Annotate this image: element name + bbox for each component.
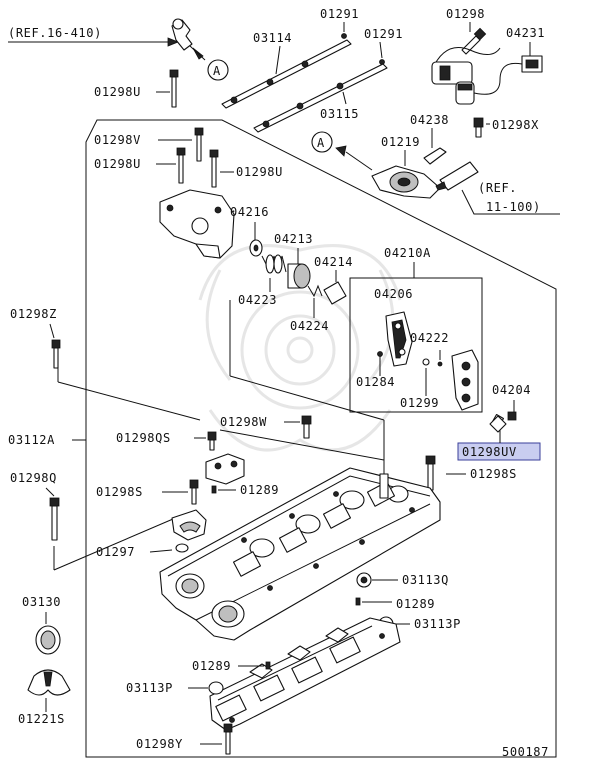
- bolt-01298U-a-icon: [169, 69, 179, 108]
- sensor-part-icon: [171, 18, 193, 51]
- part-01291-label-a[interactable]: 01291: [320, 7, 359, 21]
- part-01299-label[interactable]: 01299: [400, 396, 439, 410]
- part-03113Q-label[interactable]: 03113Q: [402, 573, 449, 587]
- group-boundary-outline: [85, 119, 557, 758]
- part-01298W-label[interactable]: 01298W: [220, 415, 267, 429]
- part-03112A-label[interactable]: 03112A: [8, 433, 55, 447]
- bracket-block-icon: [205, 453, 245, 485]
- part-04224-label[interactable]: 04224: [290, 319, 329, 333]
- cap-01221S-icon: [27, 669, 71, 696]
- ref-11-100-label-line1[interactable]: (REF.: [478, 181, 517, 195]
- part-04213-label[interactable]: 04213: [274, 232, 313, 246]
- bracket-04238-icon: [423, 147, 447, 165]
- harness-rail-03114: [221, 39, 352, 109]
- highlight-box-01298UV[interactable]: [457, 442, 541, 461]
- part-03113P-label-a[interactable]: 03113P: [414, 617, 461, 631]
- bolt-01298Q-icon: [49, 497, 60, 541]
- ref-11-100-label-line2[interactable]: 11-100): [486, 200, 541, 214]
- part-01298S-label-a[interactable]: 01298S: [96, 485, 143, 499]
- part-01298U-label-c[interactable]: 01298U: [236, 165, 283, 179]
- valve-body-block-icon: [451, 349, 479, 411]
- part-01221S-label[interactable]: 01221S: [18, 712, 65, 726]
- part-04223-label[interactable]: 04223: [238, 293, 277, 307]
- part-03113P-label-b[interactable]: 03113P: [126, 681, 173, 695]
- part-01298U-label-b[interactable]: 01298U: [94, 157, 141, 171]
- piston-04213-icon: [287, 263, 311, 289]
- actuator-housing-icon: [159, 189, 235, 259]
- bolt-01298X-icon: [473, 117, 484, 138]
- bolt-01298S-b-icon: [425, 455, 436, 491]
- gasket-plate-04206-icon: [385, 311, 413, 367]
- diagram-id-label: 500187: [502, 745, 549, 759]
- part-01291-label-b[interactable]: 01291: [364, 27, 403, 41]
- part-04231-label[interactable]: 04231: [506, 26, 545, 40]
- ref-16-410-label[interactable]: (REF.16-410): [8, 26, 102, 40]
- part-01298X-label[interactable]: 01298X: [492, 118, 539, 132]
- part-04210A-label[interactable]: 04210A: [384, 246, 431, 260]
- bolt-01298-top-icon: [461, 27, 487, 55]
- seal-03130-icon: [35, 625, 61, 655]
- part-01289-label-a[interactable]: 01289: [240, 483, 279, 497]
- part-01298U-label-a[interactable]: 01298U: [94, 85, 141, 99]
- bolt-01298S-a-icon: [189, 479, 199, 505]
- part-01297-label[interactable]: 01297: [96, 545, 135, 559]
- part-01289-label-c[interactable]: 01289: [192, 659, 231, 673]
- subassembly-04210A-box: [349, 277, 483, 413]
- plug-03113P-b-icon: [208, 681, 224, 695]
- bolt-01298W-icon: [301, 415, 312, 439]
- plug-03113Q-icon: [356, 572, 372, 588]
- callout-a-right[interactable]: A: [311, 131, 333, 153]
- bolt-01298V-icon: [194, 127, 204, 162]
- part-04222-label[interactable]: 04222: [410, 331, 449, 345]
- cam-carrier-housing-icon: [159, 467, 441, 641]
- sensor-connector-04231-icon: [431, 47, 543, 105]
- bolt-01298QS-icon: [207, 431, 217, 451]
- part-01298Q-label[interactable]: 01298Q: [10, 471, 57, 485]
- part-04214-label[interactable]: 04214: [314, 255, 353, 269]
- part-04238-label[interactable]: 04238: [410, 113, 449, 127]
- svg-text:A: A: [317, 136, 325, 150]
- callout-a-top[interactable]: A: [207, 59, 229, 81]
- bolt-01298U-b-icon: [176, 147, 186, 184]
- part-01219-label[interactable]: 01219: [381, 135, 420, 149]
- spring-04223-icon: [261, 254, 287, 274]
- bolt-01298Z-icon: [51, 339, 61, 369]
- part-03130-label[interactable]: 03130: [22, 595, 61, 609]
- part-01298S-label-b[interactable]: 01298S: [470, 467, 517, 481]
- svg-text:A: A: [213, 64, 221, 78]
- part-01298QS-label[interactable]: 01298QS: [116, 431, 171, 445]
- bolt-01298UV-icon: [489, 415, 507, 433]
- part-03114-label[interactable]: 03114: [253, 31, 292, 45]
- part-03115-label[interactable]: 03115: [320, 107, 359, 121]
- part-01298-label-top[interactable]: 01298: [446, 7, 485, 21]
- part-04204-label[interactable]: 04204: [492, 383, 531, 397]
- part-01284-label[interactable]: 01284: [356, 375, 395, 389]
- harness-rail-03115: [253, 63, 388, 133]
- bolt-01298U-c-icon: [209, 149, 219, 188]
- pin-04214-icon: [323, 281, 347, 305]
- part-01298V-label[interactable]: 01298V: [94, 133, 141, 147]
- part-04206-label[interactable]: 04206: [374, 287, 413, 301]
- bolt-01298Y-icon: [223, 723, 233, 755]
- bearing-cap-01297-icon: [171, 509, 207, 553]
- washer-04216-icon: [249, 239, 263, 257]
- watermark-emblem: [198, 244, 402, 452]
- sensor-01219-icon: [371, 165, 441, 199]
- part-04216-label[interactable]: 04216: [230, 205, 269, 219]
- part-01298Y-label[interactable]: 01298Y: [136, 737, 183, 751]
- sleeve-icon: [435, 161, 479, 191]
- part-01289-label-b[interactable]: 01289: [396, 597, 435, 611]
- spring-04224-icon: [307, 284, 323, 298]
- part-01298UV-label[interactable]: 01298UV: [462, 445, 517, 459]
- part-01298Z-label[interactable]: 01298Z: [10, 307, 57, 321]
